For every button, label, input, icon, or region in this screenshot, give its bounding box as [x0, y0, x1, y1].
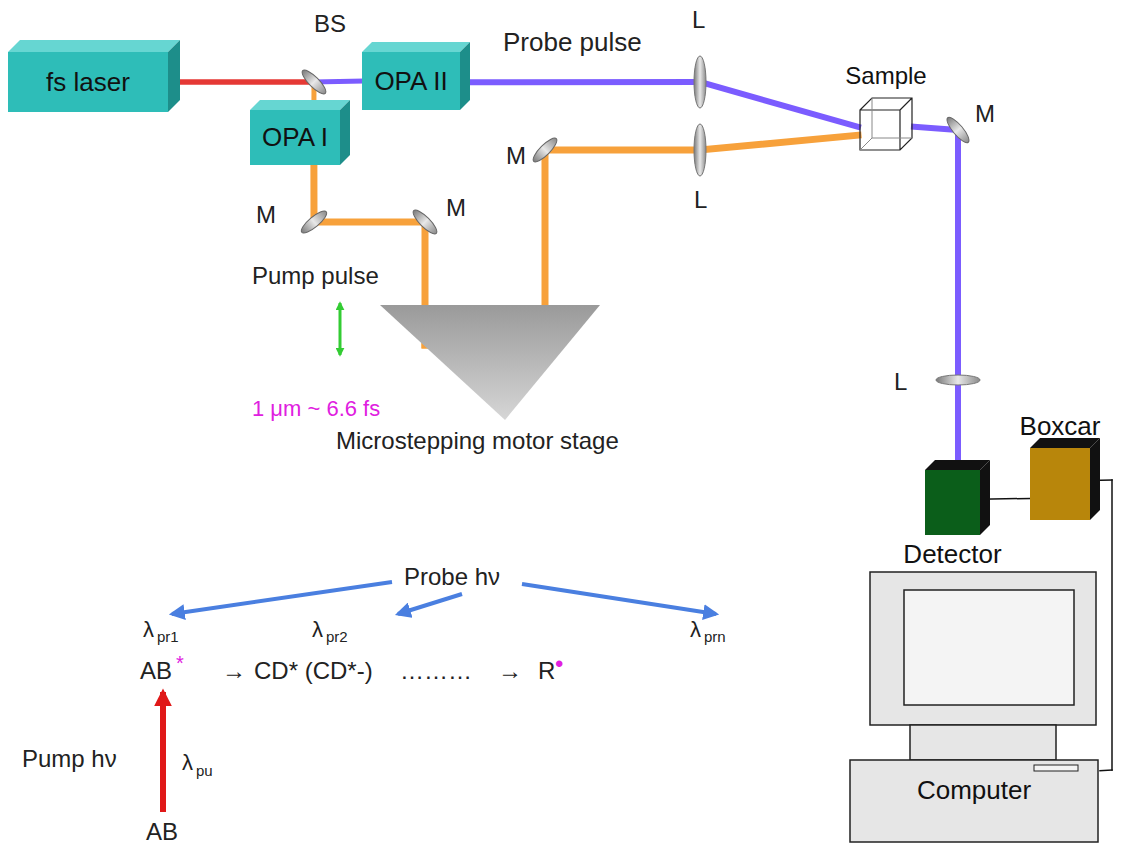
- motor-stage: [380, 305, 600, 420]
- text-label: λ: [690, 617, 701, 642]
- text-label: →: [498, 657, 522, 685]
- text-label: M: [256, 201, 276, 229]
- beam-segment: [314, 219, 425, 226]
- node-label: Detector: [903, 539, 1001, 570]
- text-label: CD* (CD*-): [254, 657, 373, 685]
- node-label: Computer: [917, 775, 1031, 806]
- opa-box: OPA II: [362, 52, 460, 110]
- laser-beam: [914, 127, 958, 470]
- text-label: λ: [143, 617, 154, 642]
- text-label: AB: [140, 657, 172, 685]
- beam-segment: [1100, 769, 1112, 771]
- text-label: M: [446, 194, 466, 222]
- travel-arrow: [339, 303, 342, 355]
- beam-segment: [545, 147, 700, 154]
- cube-edges: [860, 98, 912, 150]
- cube-outline: [858, 96, 914, 152]
- node-label: Boxcar: [1020, 411, 1101, 442]
- text-label: L: [692, 6, 705, 34]
- text-label: Microstepping motor stage: [336, 427, 619, 455]
- laser-box: fs laser: [8, 52, 168, 112]
- text-label: M: [975, 100, 995, 128]
- detector-box: Detector: [925, 470, 980, 535]
- text-label: Pump hν: [22, 745, 117, 773]
- opa-box: OPA I: [250, 110, 340, 165]
- text-label: →: [222, 657, 246, 685]
- text-label: ………: [400, 657, 472, 685]
- beam-segment: [1111, 480, 1113, 770]
- beam-segment: [310, 165, 317, 222]
- beam-segment: [168, 80, 314, 85]
- text-label: pr2: [326, 628, 348, 645]
- text-label: AB: [146, 818, 178, 846]
- boxcar-box: Boxcar: [1030, 448, 1090, 520]
- node-label: OPA II: [374, 66, 447, 97]
- text-label: L: [894, 368, 907, 396]
- text-label: BS: [314, 10, 346, 38]
- text-label: M: [506, 142, 526, 170]
- text-label: Probe pulse: [503, 28, 642, 58]
- laser-beam: [168, 81, 362, 82]
- node-label: Sample: [845, 62, 926, 90]
- cube-hidden-edges: [860, 98, 912, 150]
- text-label: *: [176, 652, 184, 675]
- lenses: [694, 56, 980, 385]
- beam-segment: [700, 82, 858, 127]
- text-label: λ: [312, 617, 323, 642]
- text-label: •: [555, 650, 563, 678]
- pump-arrow: [160, 692, 166, 812]
- text-label: pu: [196, 762, 213, 779]
- text-label: L: [694, 186, 707, 214]
- beam-segment: [955, 130, 961, 470]
- node-label: OPA I: [262, 122, 328, 153]
- text-label: Pump pulse: [252, 262, 379, 290]
- sample-cube: Sample: [858, 96, 914, 152]
- box-faces: [8, 40, 1100, 535]
- text-label: 1 μm ~ 6.6 fs: [252, 396, 380, 421]
- beam-segment: [460, 79, 700, 85]
- text-label: Probe hν: [404, 563, 500, 591]
- text-label: λ: [182, 750, 193, 775]
- laser-beam: [460, 82, 858, 127]
- text-label: pr1: [157, 628, 179, 645]
- beam-segment: [168, 80, 314, 85]
- text-label: R: [538, 657, 555, 685]
- beam-segment: [700, 135, 858, 150]
- node-label: fs laser: [46, 67, 130, 98]
- computer-monitor: Computer: [848, 570, 1100, 845]
- text-label: prn: [704, 628, 726, 645]
